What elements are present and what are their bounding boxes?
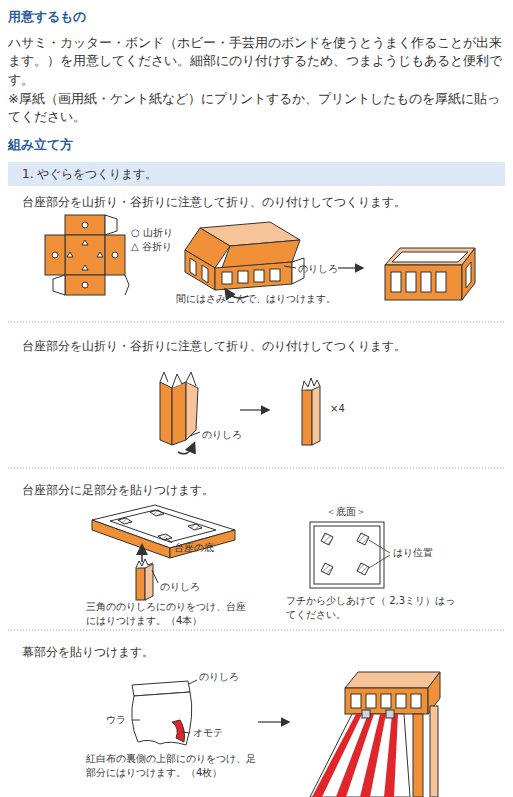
note-text: のりしろ (160, 580, 200, 594)
note-text: 台座部分を山折り・谷折りに注意して折り、のり付けしてつくります。 (22, 338, 406, 355)
note-text: ※厚紙（画用紙・ケント紙など）にプリントするか、プリントしたものを厚紙に貼ってく… (8, 90, 505, 127)
note-text: のりしろ (202, 428, 242, 442)
note-text: のりしろ (199, 670, 239, 684)
section-heading: 組み立て方 (8, 136, 73, 154)
note-text: 幕部分を貼りつけます。 (22, 644, 154, 661)
note-text: のりしろ (298, 262, 338, 276)
step-band: 1. やぐらをつくります。 (8, 162, 505, 186)
note-text: 台座部分に足部分を貼りつけます。 (22, 482, 214, 499)
note-text: フチから少しあけて（ 2,3ミリ）はってください。 (286, 594, 456, 622)
step-title: 1. やぐらをつくります。 (22, 167, 157, 181)
note-text: 台座の底 (174, 541, 214, 555)
note-text: ハサミ・カッター・ボンド（ホビー・手芸用のボンドを使うとうまく作ることが出来ます… (8, 34, 505, 89)
note-text: 三角ののりしろにのりをつけ、台座にはりつけます。（4本） (86, 600, 246, 628)
note-text: 間にはさみこんで、はりつけます。 (176, 292, 336, 306)
note-text: オモテ (193, 726, 223, 740)
note-text: ウラ (106, 713, 126, 727)
note-text: ＜底面＞ (326, 505, 366, 519)
section-heading: 用意するもの (8, 8, 86, 26)
note-text: 台座部分を山折り・谷折りに注意して折り、のり付けしてつくります。 (22, 194, 406, 211)
note-text: はり位置 (393, 546, 433, 560)
note-text: ○ 山折り (131, 226, 173, 240)
note-text: △ 谷折り (131, 240, 172, 254)
note-text: ×4 (330, 402, 345, 416)
note-text: 紅白布の裏側の上部にのりをつけ、足部分にはりつけます。（4枚） (86, 752, 256, 780)
